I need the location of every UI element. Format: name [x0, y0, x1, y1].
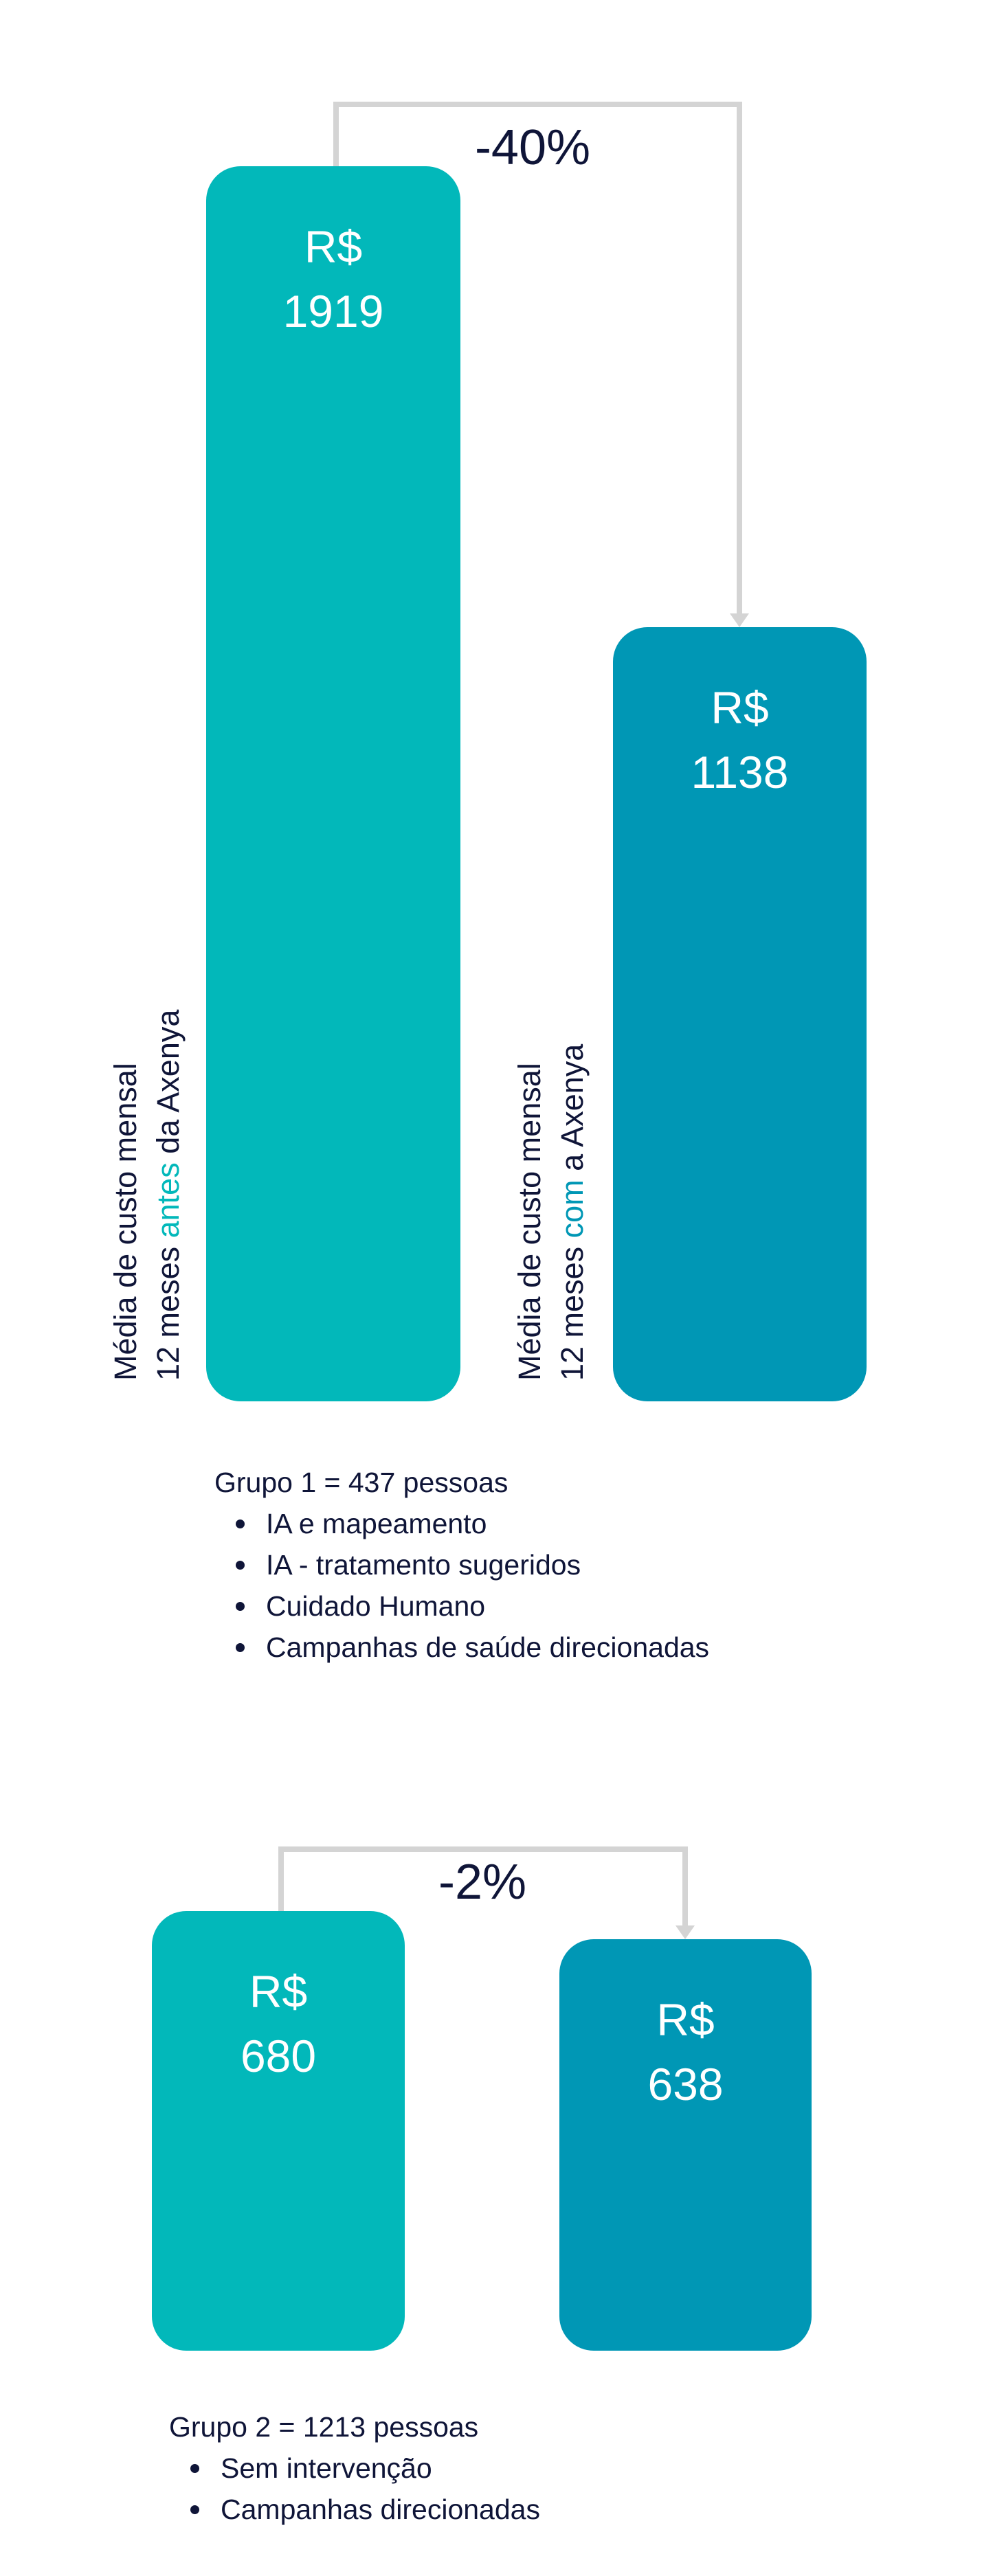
label-text: 12 meses — [555, 1238, 590, 1381]
label-line-1: Média de custo mensal — [512, 1063, 547, 1381]
list-item: Campanhas direcionadas — [169, 2489, 540, 2530]
currency-label: R$ — [711, 682, 769, 733]
label-line-2: 12 meses com a Axenya — [551, 1044, 594, 1381]
list-item: IA - tratamento sugeridos — [214, 1544, 709, 1585]
group-title: Grupo 2 = 1213 pessoas — [169, 2411, 479, 2443]
list-item: Campanhas de saúde direcionadas — [214, 1627, 709, 1668]
bar-before-group-1: R$ 1919 — [206, 166, 460, 1401]
connector-group-1 — [333, 102, 742, 615]
label-line-2: 12 meses antes da Axenya — [147, 1010, 190, 1381]
list-item: Sem intervenção — [169, 2448, 540, 2489]
group-1-description: Grupo 1 = 437 pessoas IA e mapeamento IA… — [214, 1462, 709, 1668]
change-label-group-2: -2% — [438, 1855, 527, 1910]
bar-value-label: R$ 1919 — [206, 214, 460, 343]
bar-value-label: R$ 638 — [559, 1987, 812, 2116]
list-item: IA e mapeamento — [214, 1503, 709, 1544]
currency-label: R$ — [304, 221, 363, 272]
group-items: IA e mapeamento IA - tratamento sugerido… — [214, 1503, 709, 1668]
bar-label-before: Média de custo mensal 12 meses antes da … — [104, 1010, 190, 1381]
arrowhead-group-2 — [676, 1925, 695, 1939]
label-text: da Axenya — [150, 1009, 186, 1163]
label-text: 12 meses — [150, 1238, 186, 1381]
bar-value-label: R$ 1138 — [613, 675, 867, 804]
change-label-group-1: -40% — [474, 120, 591, 175]
bar-value-label: R$ 680 — [152, 1959, 405, 2088]
connector-group-2 — [278, 1846, 688, 1927]
label-text: a Axenya — [555, 1043, 590, 1180]
bar-after-group-2: R$ 638 — [559, 1939, 812, 2351]
bar-before-group-2: R$ 680 — [152, 1911, 405, 2351]
label-line-1: Média de custo mensal — [108, 1063, 143, 1381]
value-label: 680 — [240, 2031, 317, 2081]
group-title: Grupo 1 = 437 pessoas — [214, 1467, 509, 1498]
label-highlight: com — [555, 1179, 590, 1239]
value-label: 1919 — [282, 286, 384, 337]
currency-label: R$ — [656, 1994, 715, 2045]
value-label: 638 — [647, 2059, 724, 2110]
list-item: Cuidado Humano — [214, 1585, 709, 1627]
bar-label-after: Média de custo mensal 12 meses com a Axe… — [509, 1044, 594, 1381]
group-2-description: Grupo 2 = 1213 pessoas Sem intervenção C… — [169, 2406, 540, 2530]
currency-label: R$ — [249, 1966, 308, 2017]
label-highlight: antes — [150, 1162, 186, 1239]
group-items: Sem intervenção Campanhas direcionadas — [169, 2448, 540, 2530]
arrowhead-group-1 — [730, 613, 749, 627]
bar-after-group-1: R$ 1138 — [613, 627, 867, 1401]
value-label: 1138 — [691, 747, 789, 798]
